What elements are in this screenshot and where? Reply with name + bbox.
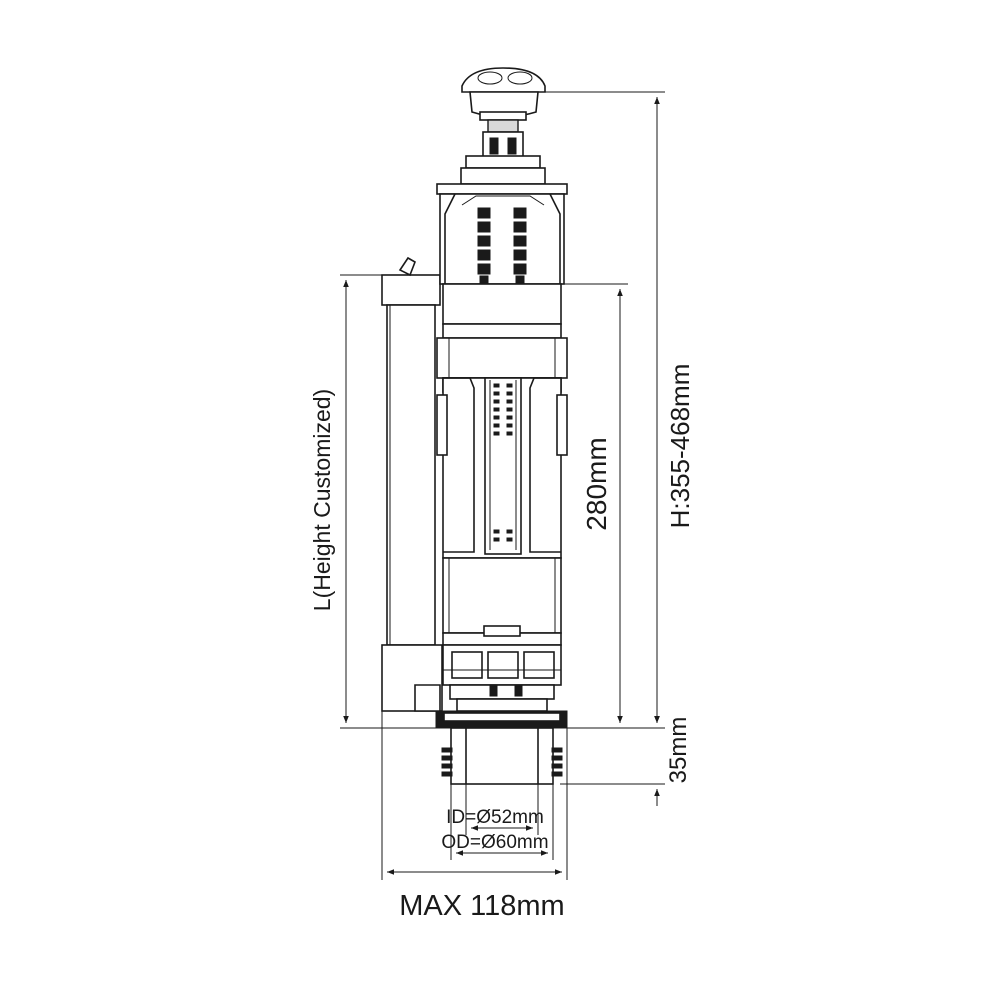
seal-cage [442, 644, 562, 712]
stroke-dimension [560, 283, 628, 729]
length-dimension [340, 274, 450, 729]
thread-dimension [560, 706, 665, 806]
height-scale [493, 383, 513, 542]
spring-right [513, 207, 527, 285]
threaded-base [435, 710, 568, 785]
inner-diameter-label: ID=Ø52mm [446, 807, 544, 828]
thread-dimension-label: 35mm [665, 717, 692, 784]
lower-body [442, 557, 562, 646]
valve-head [436, 183, 568, 285]
height-dimension-label: H:355-468mm [665, 364, 695, 529]
thread-right [551, 747, 563, 777]
length-dimension-label: L(Height Customized) [309, 389, 335, 611]
overflow-pipe [381, 256, 443, 712]
stem-assembly [460, 119, 546, 185]
diameter-dimensions [450, 784, 554, 860]
height-dimension [545, 91, 665, 729]
upper-body [436, 283, 568, 393]
width-dimension-label: MAX 118mm [399, 890, 564, 922]
spring-left [477, 207, 491, 285]
push-button-cap [461, 67, 546, 121]
width-dimension [381, 711, 568, 880]
stroke-dimension-label: 280mm [581, 437, 612, 530]
outer-diameter-label: OD=Ø60mm [441, 832, 548, 853]
thread-left [441, 747, 453, 777]
float-cage [436, 377, 568, 559]
